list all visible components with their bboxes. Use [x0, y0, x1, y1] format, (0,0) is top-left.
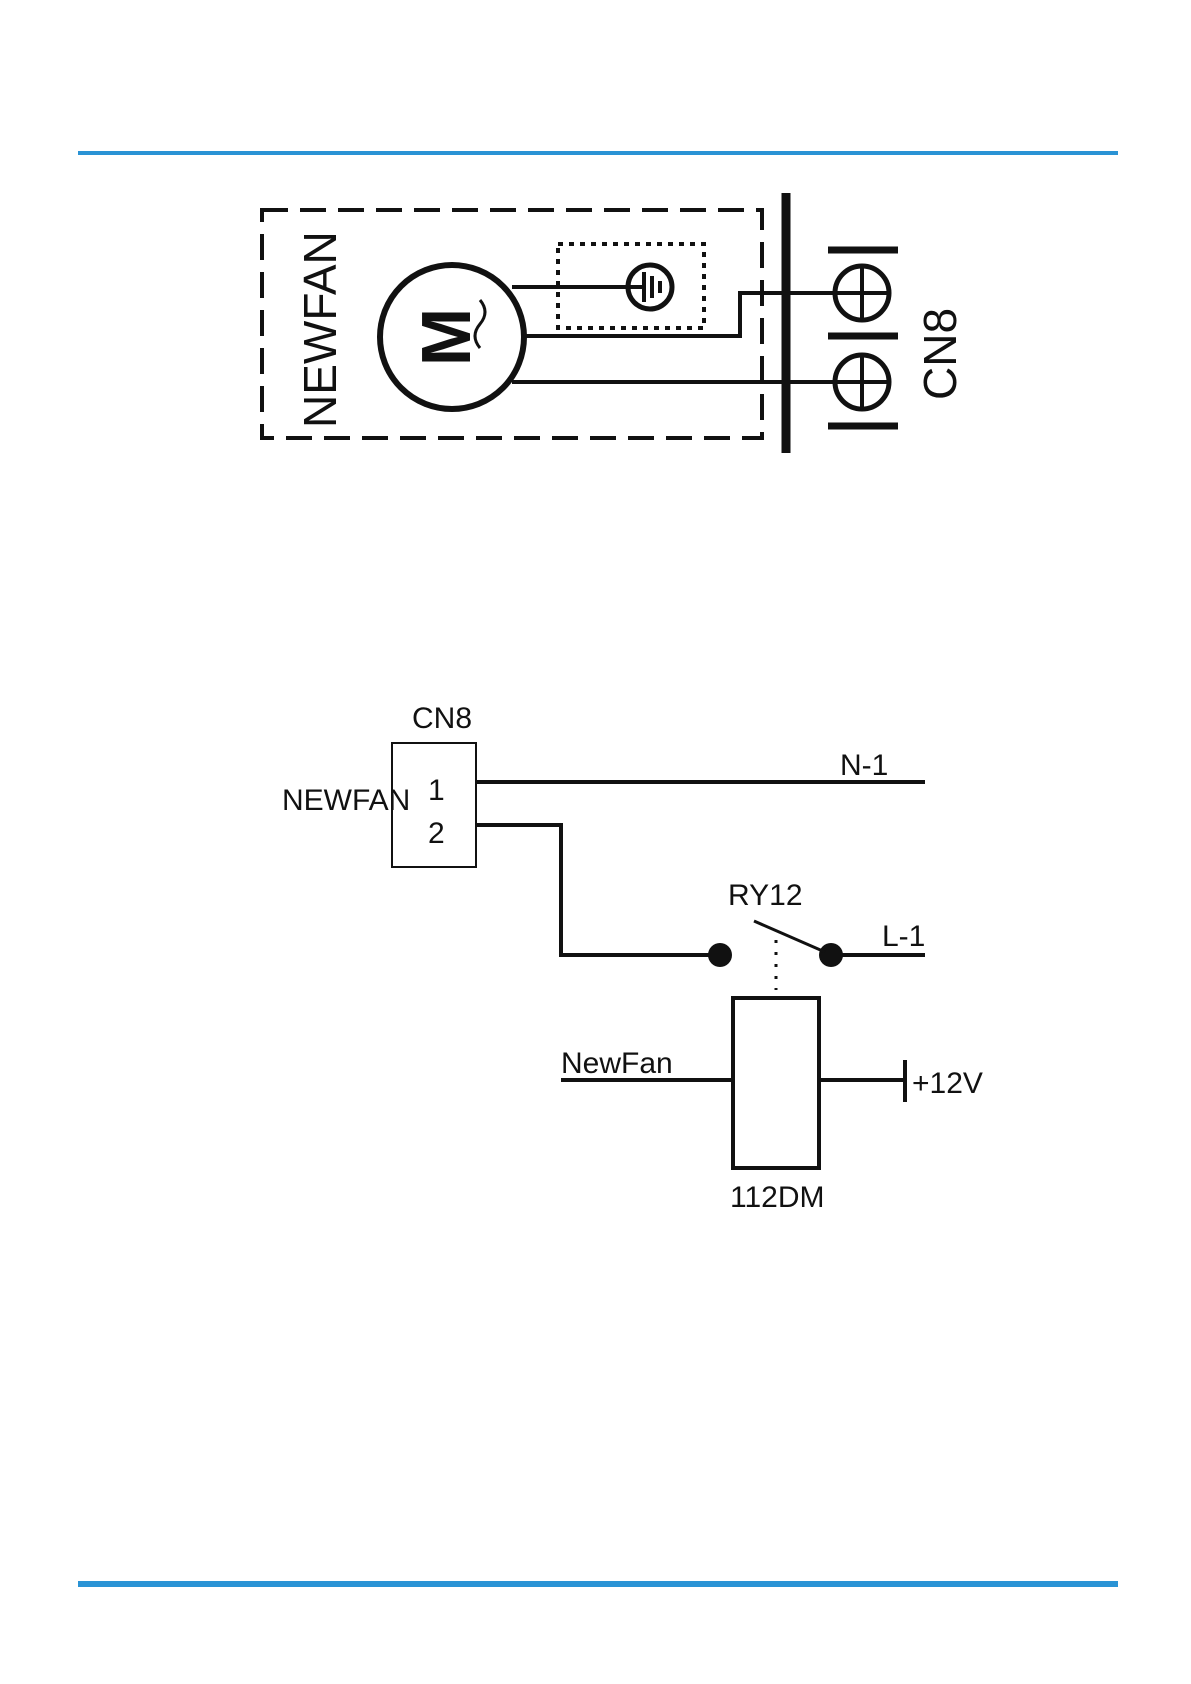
relay-model-label: 112DM: [730, 1181, 824, 1214]
relay-contact-left: [708, 943, 732, 967]
supply-label: +12V: [912, 1067, 983, 1100]
relay-coil: [733, 998, 819, 1168]
pin2-wire: [476, 825, 720, 955]
ry12-label: RY12: [728, 879, 803, 912]
pin-2-label: 2: [428, 817, 445, 850]
n1-label: N-1: [840, 749, 888, 782]
newfan-signal-label: NewFan: [561, 1047, 673, 1080]
l1-label: L-1: [882, 920, 925, 953]
cn8-label: CN8: [412, 702, 472, 735]
pin-1-label: 1: [428, 774, 445, 807]
relay-switch-arm: [754, 921, 825, 952]
